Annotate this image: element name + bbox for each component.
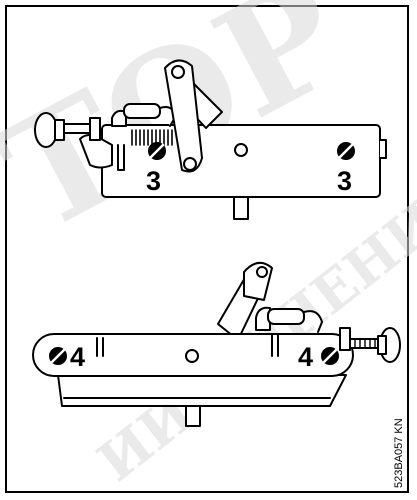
top-adjust-knob <box>34 112 58 148</box>
reference-code: 523BA057 KN <box>393 418 405 488</box>
bottom-left-screw <box>49 347 67 365</box>
callout-bottom-left: 4 <box>70 342 85 372</box>
callout-bottom-right: 4 <box>298 342 313 372</box>
top-right-screw <box>337 142 355 160</box>
top-lever-arm <box>164 59 203 173</box>
top-bracket-assembly <box>34 59 387 220</box>
callout-top-left: 3 <box>146 166 161 196</box>
top-left-screw <box>148 142 166 160</box>
top-cylinder <box>123 103 161 119</box>
bottom-right-screw <box>321 347 339 365</box>
bottom-center-hole <box>185 349 199 363</box>
diagram-frame <box>5 5 409 493</box>
bottom-bracket-assembly <box>32 261 401 427</box>
top-center-hole <box>234 143 248 157</box>
top-bottom-pin <box>233 196 249 220</box>
callout-top-right: 3 <box>337 166 352 196</box>
bottom-base-plate <box>57 374 347 407</box>
bottom-pin <box>185 405 201 427</box>
bottom-cylinder <box>267 308 305 325</box>
